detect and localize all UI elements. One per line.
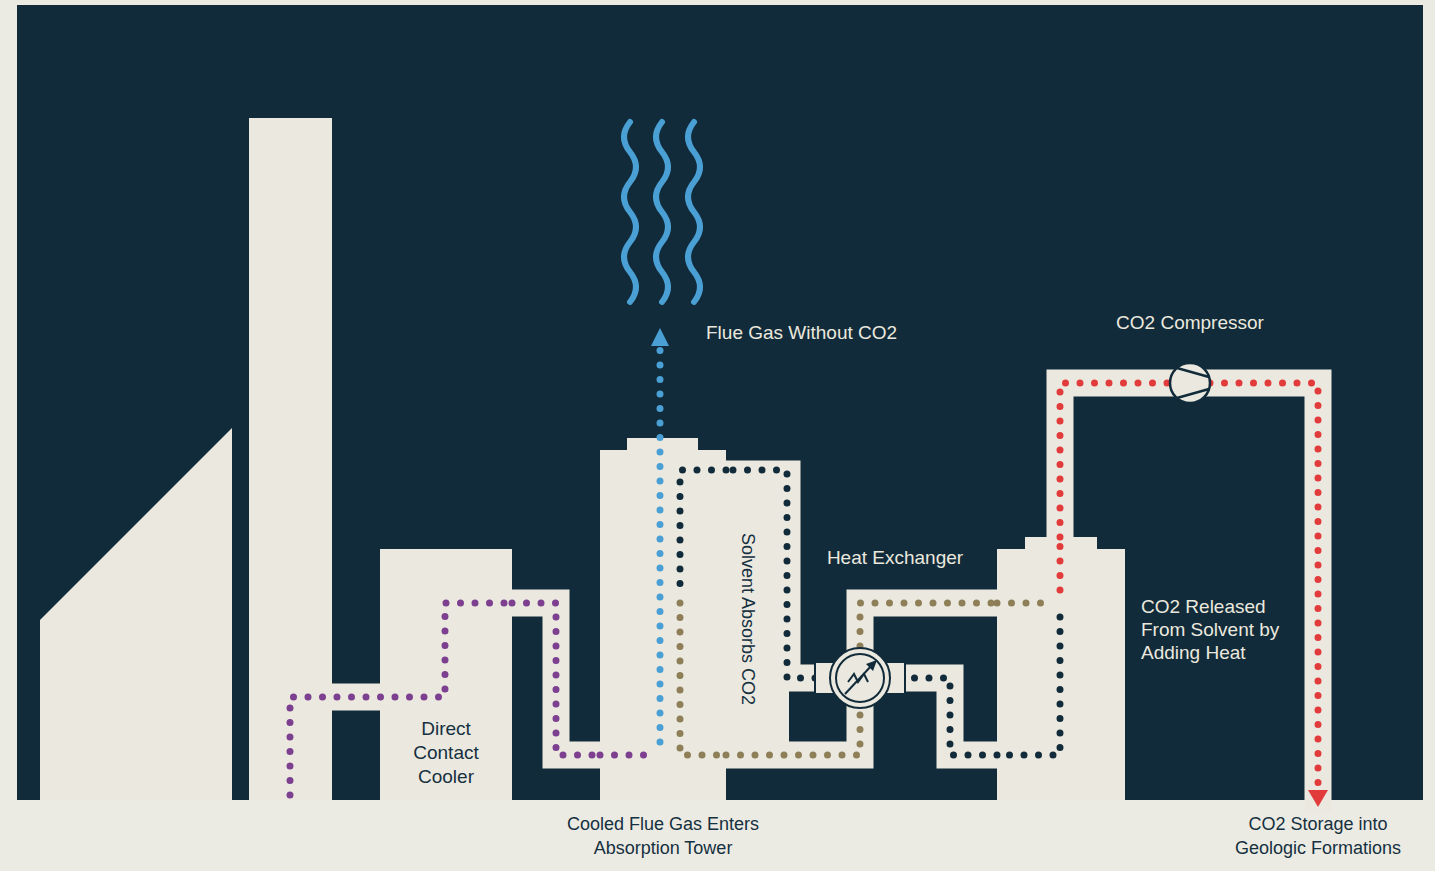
heat-exchanger-ring [836, 654, 884, 702]
wave [688, 122, 700, 302]
label-holder: Solvent Absorbs CO2 [638, 607, 858, 631]
node-text: Cooled Flue Gas Enters Absorption Tower [533, 812, 793, 860]
node-text: Direct Contact Cooler [401, 717, 491, 789]
rich-solvent-pipe [700, 700, 860, 755]
heat-exchanger-arrow [845, 664, 873, 694]
heat-exchanger: Heat Exchanger [815, 646, 905, 710]
flow-connector [1060, 383, 1170, 537]
clean-gas-flow [657, 348, 664, 742]
label-holder: CO2 Storage into Geologic Formations [1223, 812, 1413, 860]
outlet-label: Flue Gas Without CO2 [706, 321, 946, 345]
flow-connector [905, 678, 997, 755]
compressor-symbol [1170, 363, 1210, 403]
storage-label: CO2 Storage into Geologic Formations [1223, 812, 1413, 860]
node-text: CO2 Released From Solvent by Adding Heat [1141, 595, 1301, 664]
node-text: CO2 Compressor [1070, 311, 1310, 335]
absorber-cap [627, 438, 698, 451]
cooled-gas-duct [505, 603, 605, 755]
lean-solvent-pipe [890, 678, 1010, 755]
flue-gas-flow [290, 603, 512, 795]
compressor: CO2 Compressor [1170, 363, 1210, 403]
flow-label: Solvent Absorbs CO2 [736, 509, 760, 729]
lean-solvent-flow [997, 617, 1060, 755]
heat-exchanger-zigzag [848, 674, 868, 682]
node-text: Heat Exchanger [795, 546, 995, 570]
clean-gas-waves [624, 122, 700, 302]
co2-flow [1057, 537, 1064, 590]
flow-connector [726, 710, 860, 755]
flow-connector [512, 603, 600, 755]
co2-pipe [1060, 383, 1318, 800]
wave [624, 122, 636, 302]
compressor-line [1177, 368, 1209, 377]
arrowhead [1308, 790, 1328, 807]
cooler-box: Direct Contact Cooler [380, 549, 512, 800]
night-sky-panel [17, 5, 1423, 800]
plant-building [40, 428, 232, 800]
absorber-tower: Cooled Flue Gas Enters Absorption Tower [600, 438, 726, 800]
compressor-line [1177, 389, 1209, 398]
stripper-tower: CO2 Released From Solvent by Adding Heat [997, 537, 1125, 800]
flue-gas-flow [600, 752, 655, 759]
label-holder: Flue Gas Without CO2 [706, 321, 946, 345]
co2-flow [1210, 383, 1318, 788]
rich-solvent-pipe [860, 603, 1010, 655]
flow-connector [860, 603, 997, 646]
wave [656, 122, 668, 302]
absorber-side-panel [724, 474, 789, 764]
heat-exchanger-symbol [830, 648, 890, 708]
rich-solvent-flow [997, 600, 1050, 607]
lean-solvent-flow [680, 470, 726, 590]
rich-solvent-flow [680, 603, 726, 755]
arrowhead [651, 328, 669, 346]
heat-exchanger-arrowhead [866, 660, 877, 671]
